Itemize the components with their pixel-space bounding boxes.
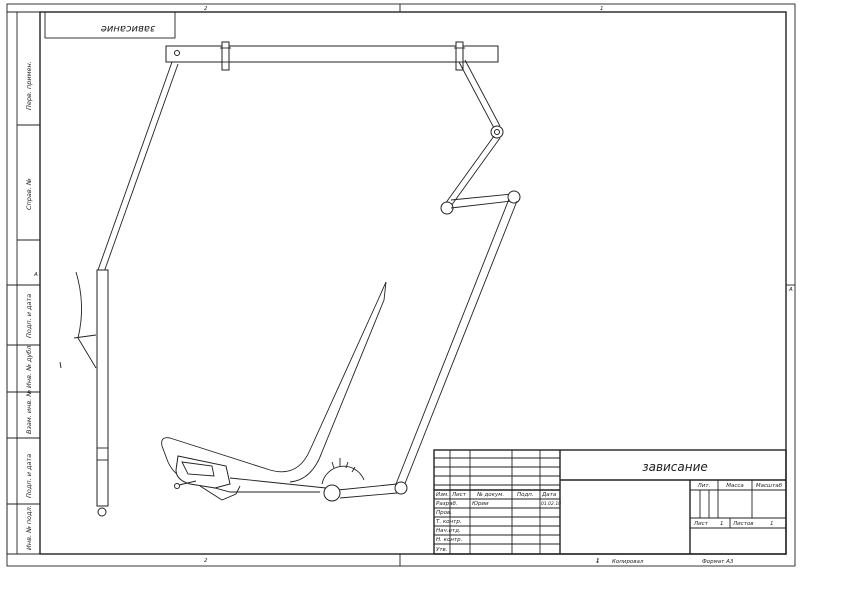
sheets-value: 1 <box>770 521 774 527</box>
label-sheet: Лист <box>693 521 709 527</box>
label-lit: Лит. <box>697 483 711 489</box>
zone-label-top-right: 1 <box>600 6 604 12</box>
label-podp: Подп. <box>517 492 534 498</box>
top-bar <box>165 45 499 63</box>
bar-clamp-right <box>455 41 464 71</box>
zone-label-side-left: A <box>33 272 38 278</box>
label-massa: Масса <box>726 483 744 489</box>
title-block-title: зависание <box>642 460 708 474</box>
label-nach-otd: Нач.отд. <box>436 528 461 534</box>
zone-label-side-right: A <box>788 287 793 293</box>
side-label-podp-data-1: Подп. и дата <box>25 294 33 338</box>
bar-clamp-left <box>221 41 230 71</box>
top-stamp-box <box>44 11 176 39</box>
footer-copied: Копировал <box>612 559 644 565</box>
zone-label-bottom-left: 2 <box>204 558 208 564</box>
footer-format: Формат А3 <box>702 559 734 565</box>
side-label-inv-podl: Инв. № подл. <box>25 505 33 550</box>
zone-label-top-left: 2 <box>204 6 208 12</box>
razrab-name: Юрии <box>472 501 489 507</box>
side-label-inv-dubl: Инв. № дубл. <box>25 344 33 388</box>
left-tube <box>96 269 109 507</box>
label-t-kontr: Т. контр. <box>436 519 462 525</box>
label-utv: Утв. <box>436 547 448 553</box>
side-strip: Перв. примен. Справ. № Подп. и дата Инв.… <box>6 11 40 555</box>
top-stamp-text: зависание <box>101 23 156 34</box>
label-razrab: Разраб. <box>436 501 458 507</box>
label-n-kontr: Н. контр. <box>436 537 463 543</box>
label-no-dokum: № докум. <box>476 492 504 498</box>
razrab-date: 01.02.10 <box>541 501 561 507</box>
side-label-vzam-inv: Взам. инв. № <box>25 390 33 434</box>
side-label-podp-data-2: Подп. и дата <box>25 454 33 498</box>
side-label-perv-primen: Перв. примен. <box>25 61 33 110</box>
zone-label-bottom-right: 1 <box>596 558 600 564</box>
title-block: зависание Лит. Масса Масштаб Изм. Лист №… <box>433 449 787 555</box>
sheet-value: 1 <box>720 521 724 527</box>
label-masshtab: Масштаб <box>756 483 783 489</box>
inner-frame <box>39 11 787 555</box>
mechanism-drawing <box>59 41 521 517</box>
label-sheets: Листов <box>732 521 754 527</box>
footer-sheet-no: 1 <box>596 559 600 565</box>
label-prov: Пров. <box>436 510 452 516</box>
label-data: Дата <box>541 492 557 498</box>
label-list: Лист <box>451 492 467 498</box>
label-izm: Изм. <box>436 492 449 498</box>
side-label-sprav-no: Справ. № <box>25 178 33 210</box>
